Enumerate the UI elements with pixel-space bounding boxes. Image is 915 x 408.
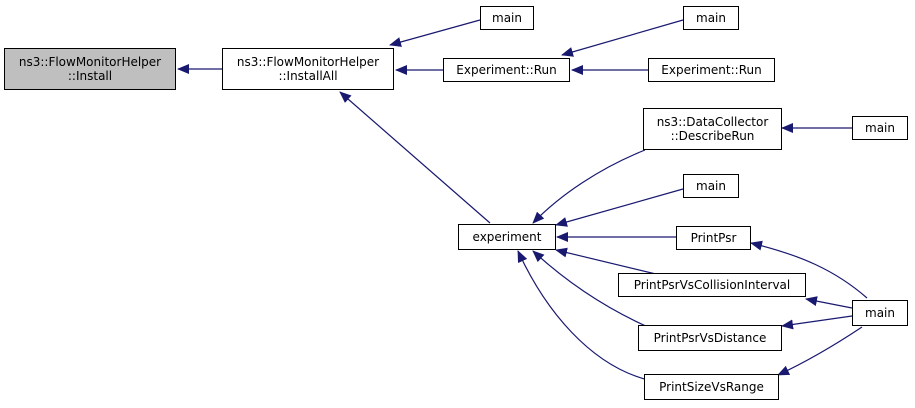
node-label: main: [492, 11, 522, 25]
node-label: PrintPsrVsDistance: [653, 331, 767, 345]
edge-main-to-installall: [389, 19, 481, 47]
node-experiment[interactable]: experiment: [458, 224, 556, 250]
node-flowmonitorhelper-install: ns3::FlowMonitorHelper ::Install: [4, 48, 176, 90]
node-label: main: [865, 306, 895, 320]
edge-main-bottom-to-printpsr: [750, 240, 868, 299]
node-label: experiment: [472, 230, 542, 244]
edge-collision-to-experiment: [555, 247, 661, 276]
node-flowmonitorhelper-installall[interactable]: ns3::FlowMonitorHelper ::InstallAll: [222, 48, 394, 90]
edge-main-bottom-to-sizerange: [777, 326, 863, 376]
node-printsizevsrange[interactable]: PrintSizeVsRange: [644, 374, 779, 400]
node-main-bottom[interactable]: main: [852, 300, 908, 326]
node-label-line1: ns3::FlowMonitorHelper: [18, 55, 162, 69]
node-label: Experiment::Run: [661, 63, 762, 77]
edge-main-bottom-to-collision: [805, 296, 853, 309]
node-label: PrintPsr: [690, 231, 737, 245]
node-label-line1: ns3::DataCollector: [656, 115, 769, 129]
edge-datacollector-to-experiment: [532, 149, 646, 224]
node-label: PrintSizeVsRange: [659, 380, 764, 394]
node-label-line2: ::Install: [67, 69, 113, 83]
node-main-datacollector[interactable]: main: [852, 116, 908, 140]
node-label-line2: ::InstallAll: [278, 69, 338, 83]
node-label: main: [865, 121, 895, 135]
node-datacollector-describerun[interactable]: ns3::DataCollector ::DescribeRun: [643, 108, 782, 150]
edge-experiment-to-installall: [339, 91, 491, 224]
node-experiment-run[interactable]: Experiment::Run: [443, 58, 570, 82]
node-printpsr[interactable]: PrintPsr: [676, 226, 751, 250]
node-main-mid[interactable]: main: [683, 174, 739, 198]
node-main-top[interactable]: main: [480, 6, 534, 30]
edge-main-mid-to-experiment: [555, 188, 684, 227]
node-label-line2: ::DescribeRun: [670, 129, 755, 143]
edge-distance-to-experiment: [532, 250, 649, 328]
node-label: main: [696, 11, 726, 25]
node-main-right-top[interactable]: main: [683, 6, 739, 30]
edge-sizerange-to-experiment: [517, 250, 649, 381]
node-experiment-run-right[interactable]: Experiment::Run: [648, 58, 775, 82]
node-label: Experiment::Run: [456, 63, 557, 77]
node-label: PrintPsrVsCollisionInterval: [633, 278, 791, 292]
node-label-line1: ns3::FlowMonitorHelper: [236, 55, 380, 69]
edge-main-to-experiment-run: [561, 19, 684, 57]
node-printpsrvscollisioninterval[interactable]: PrintPsrVsCollisionInterval: [618, 273, 806, 297]
node-printpsrvsdistance[interactable]: PrintPsrVsDistance: [638, 325, 782, 351]
node-label: main: [696, 179, 726, 193]
edge-main-bottom-to-distance: [781, 315, 853, 330]
